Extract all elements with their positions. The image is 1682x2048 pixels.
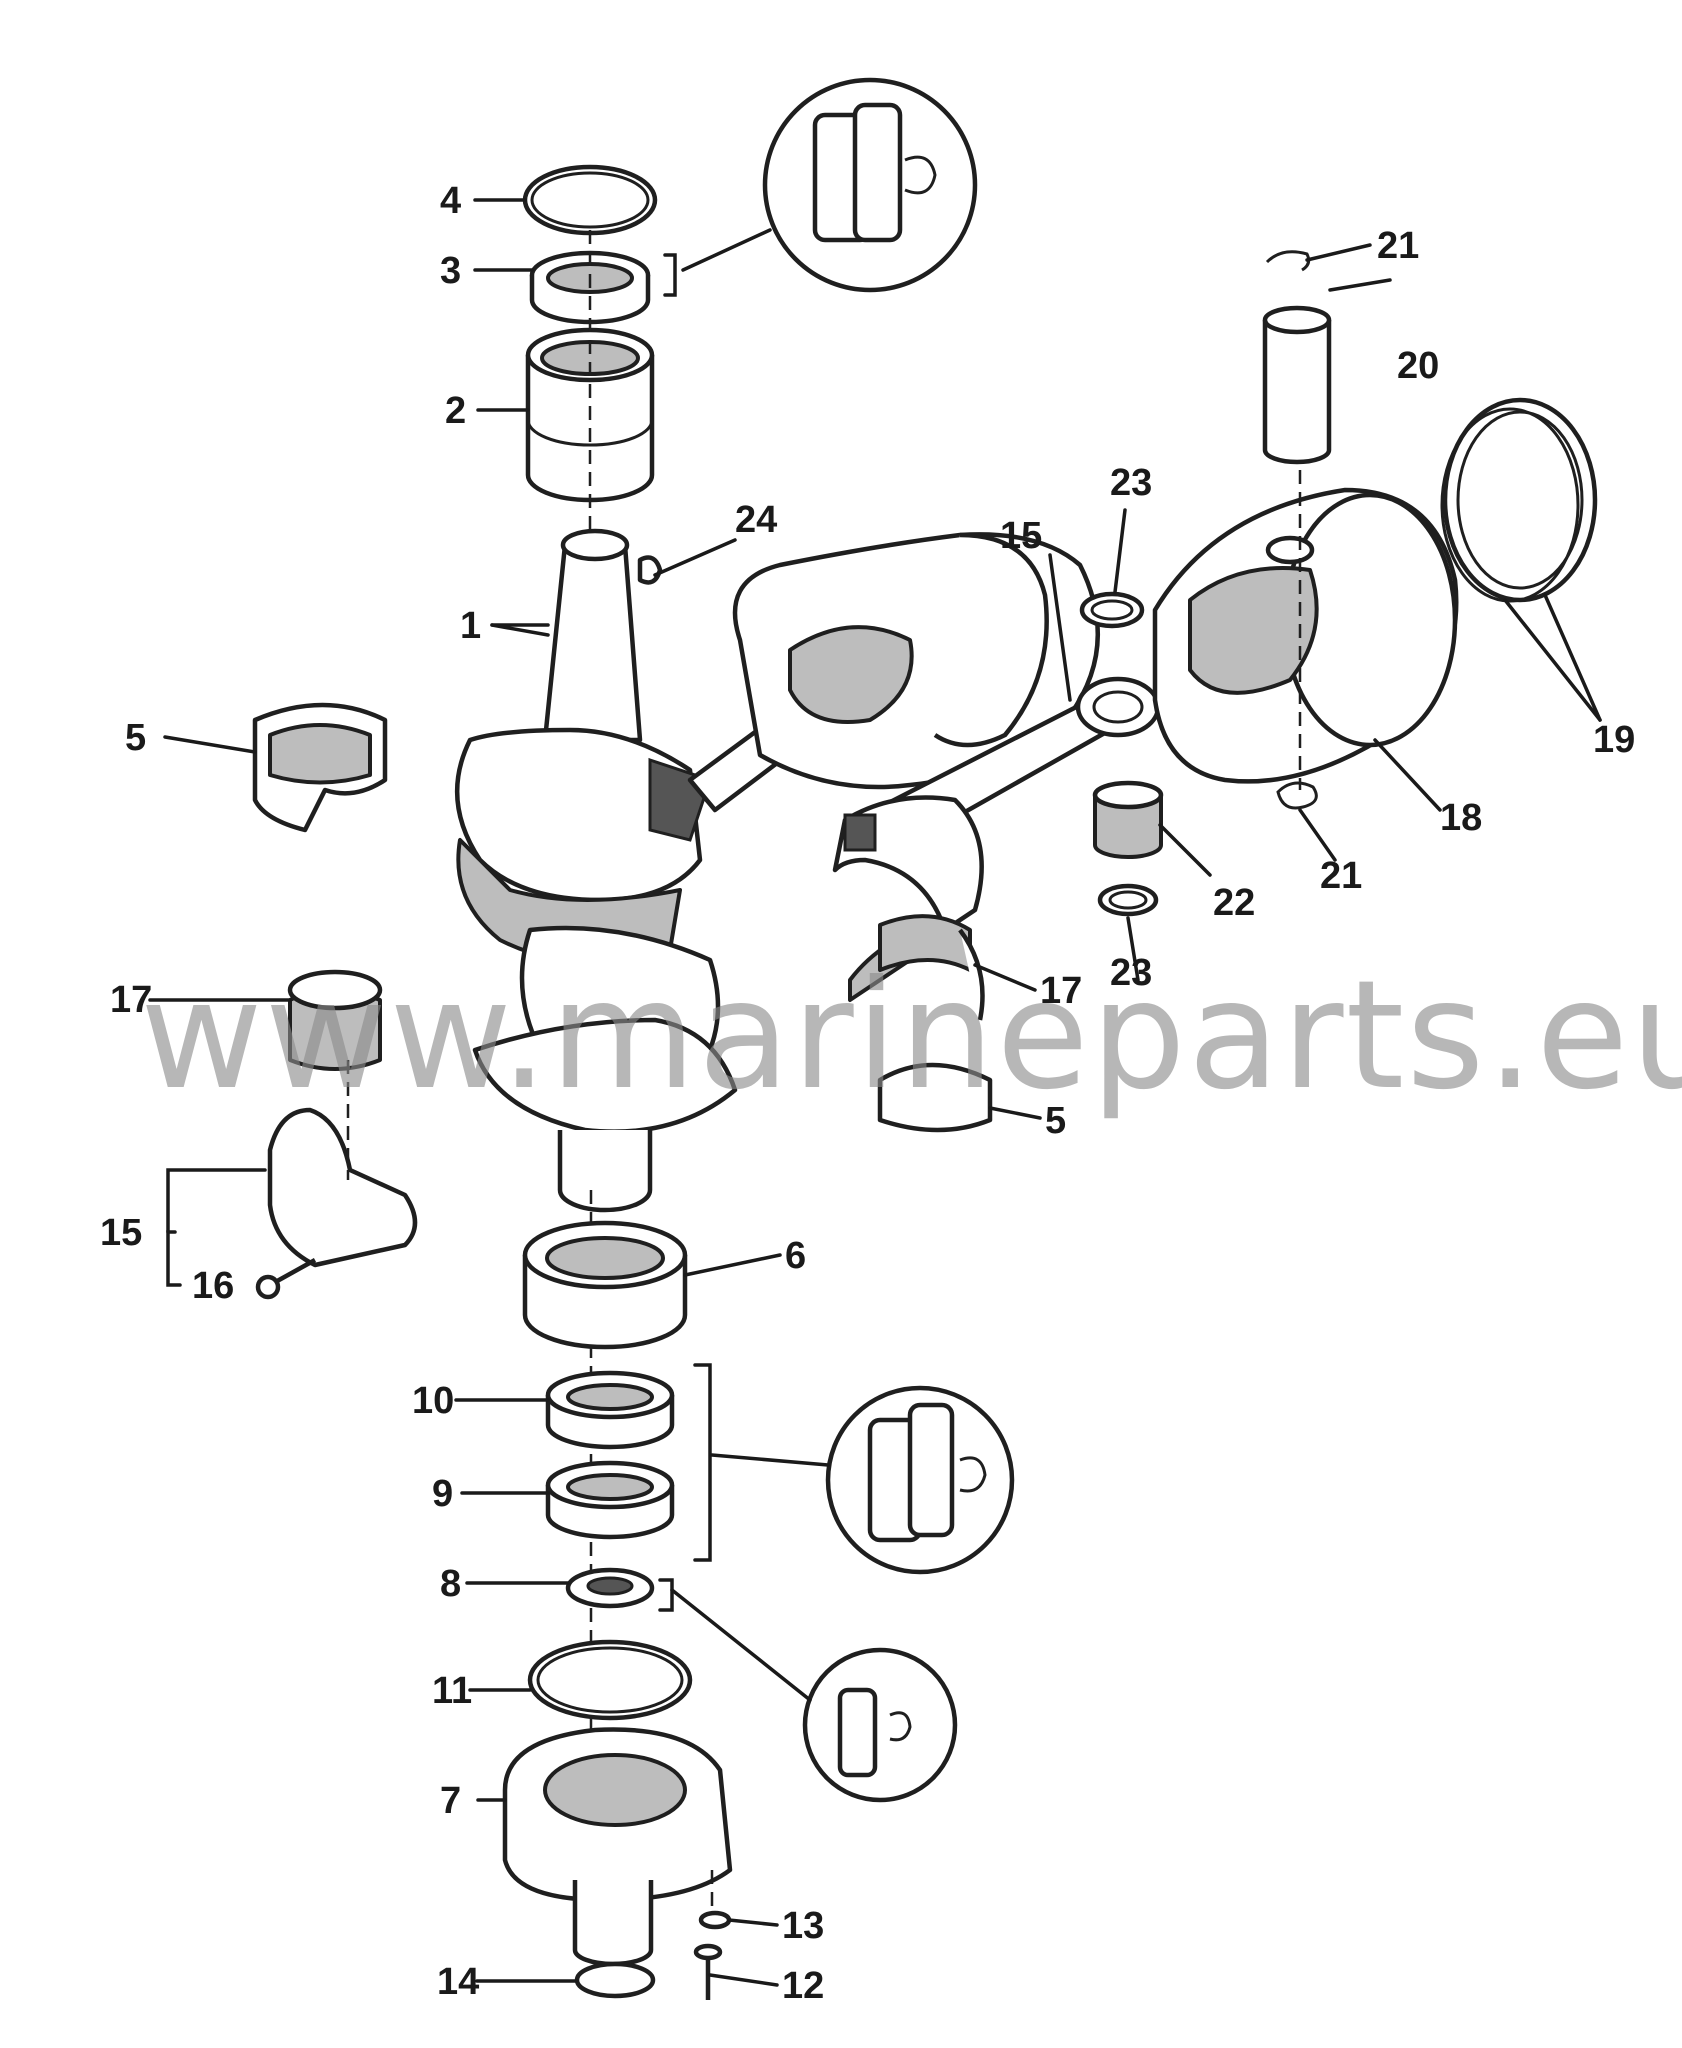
oil-seal-10 (545, 1370, 675, 1450)
callout-16: 16 (192, 1265, 234, 1307)
callout-1: 1 (460, 605, 481, 647)
bracket (663, 253, 677, 297)
retainer-21 (1276, 781, 1318, 810)
o-ring-11 (527, 1639, 693, 1721)
callout-8: 8 (440, 1563, 461, 1605)
callout-15: 15 (1000, 515, 1042, 557)
callout-10: 10 (412, 1380, 454, 1422)
bearing-carrier-7 (502, 1727, 733, 1967)
bearing-cage-17 (878, 914, 985, 1021)
callout-17: 17 (110, 979, 152, 1021)
callout-3: 3 (440, 250, 461, 292)
callout-14: 14 (437, 1961, 479, 2003)
callout-23: 23 (1110, 952, 1152, 994)
washer-23 (1097, 883, 1159, 917)
leader-line (710, 1453, 830, 1467)
callout-7: 7 (440, 1780, 461, 1822)
callout-12: 12 (782, 1965, 824, 2007)
callout-21: 21 (1320, 855, 1362, 897)
callout-22: 22 (1213, 882, 1255, 924)
bolt-16 (255, 1258, 317, 1300)
callout-20: 20 (1397, 345, 1439, 387)
piston-rings-19 (1440, 397, 1598, 603)
connecting-rod-assembly (687, 532, 1101, 1002)
bracket (658, 1578, 674, 1612)
bearing-half-5 (877, 1062, 993, 1133)
ball-bearing-6 (522, 1220, 688, 1350)
callout-15: 15 (100, 1212, 142, 1254)
seal-8 (565, 1567, 655, 1609)
needle-bearing-22 (1092, 780, 1164, 859)
piston-pin-20 (1262, 305, 1332, 465)
screw-12 (693, 1943, 723, 2000)
callout-11: 11 (432, 1670, 472, 1712)
callout-labels: 4 3 2 1 5 5 6 7 8 9 10 11 12 13 14 15 15… (100, 180, 1635, 2007)
retainer-21 (1265, 250, 1311, 272)
callout-24: 24 (735, 499, 777, 541)
callout-19: 19 (1593, 719, 1635, 761)
leader-lines (148, 198, 1602, 1987)
callout-17: 17 (1040, 970, 1082, 1012)
sealant-tube-icon (825, 1385, 1015, 1575)
washer-23 (1079, 591, 1145, 629)
callout-23: 23 (1110, 462, 1152, 504)
callout-6: 6 (785, 1235, 806, 1277)
o-ring-14 (574, 1961, 656, 1999)
oil-seal-9 (545, 1460, 675, 1540)
rod-cap-15 (267, 1107, 418, 1268)
watermark: www.marineparts.eu (140, 949, 1682, 1123)
woodruff-key-24 (637, 555, 663, 585)
leader-line (670, 1588, 812, 1702)
o-ring-4 (522, 164, 658, 236)
washer-13 (698, 1910, 732, 1930)
needle-bearing-17 (287, 969, 383, 1071)
callout-21: 21 (1377, 225, 1419, 267)
callout-9: 9 (432, 1473, 453, 1515)
callout-13: 13 (782, 1905, 824, 1947)
callout-2: 2 (445, 390, 466, 432)
crankshaft-1 (454, 528, 738, 1213)
bearing-half-5 (252, 702, 388, 833)
callout-5: 5 (125, 717, 146, 759)
callout-18: 18 (1440, 797, 1482, 839)
leader-line (681, 228, 772, 272)
callout-4: 4 (440, 180, 461, 222)
sealant-tube-icon (762, 77, 978, 293)
piston-18 (1152, 487, 1459, 784)
bracket (693, 1363, 712, 1562)
sealant-tube-icon (802, 1647, 958, 1803)
callout-5: 5 (1045, 1100, 1066, 1142)
